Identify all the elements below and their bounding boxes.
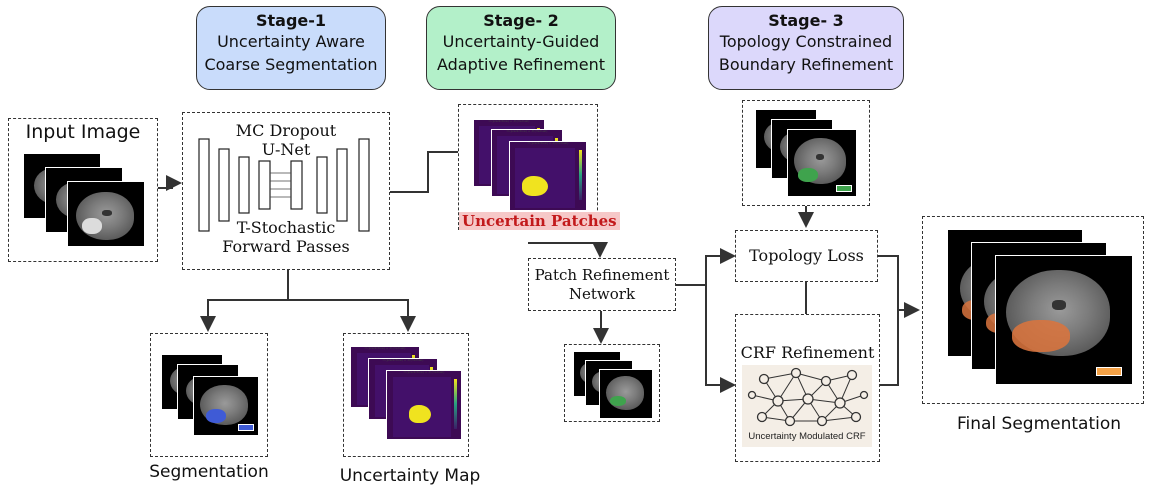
arrow-refine-to-topology <box>676 248 736 286</box>
stage-1-title: Stage-1 <box>255 11 327 30</box>
stage-1-line1: Uncertainty Aware <box>217 32 365 51</box>
stage-2-line2: Adaptive Refinement <box>436 55 606 74</box>
unet-bottom-line2: Forward Passes <box>222 237 350 256</box>
patch-refinement-line1: Patch Refinement <box>534 266 670 284</box>
segmentation-output-box <box>150 333 268 457</box>
stage-3-title: Stage- 3 <box>768 11 844 30</box>
crf-refinement-box: CRF Refinement <box>735 314 880 462</box>
uncertainty-map-box: ℋ(predictive) + ℳ(mutual) ℋ(predictive) … <box>343 333 469 457</box>
input-image-label: Input Image <box>25 121 141 143</box>
arrow-unet-to-patches <box>390 144 474 193</box>
arrow-unet-to-uncertainty <box>288 299 416 332</box>
crf-graph-icon <box>747 367 869 427</box>
topology-loss-label: Topology Loss <box>749 246 864 265</box>
stage-3-header: Stage- 3 Topology Constrained Boundary R… <box>708 6 904 90</box>
unet-architecture-icon <box>198 138 370 232</box>
arrow-input-to-unet <box>158 175 182 191</box>
input-image-box: Input Image <box>8 118 158 262</box>
stage3-input-box <box>742 100 870 206</box>
topology-loss-box: Topology Loss <box>735 230 878 282</box>
crf-refinement-title: CRF Refinement <box>740 343 875 362</box>
stage-1-line2: Coarse Segmentation <box>204 55 378 74</box>
stage-3-line1: Topology Constrained <box>719 32 893 51</box>
unet-top-line1: MC Dropout <box>235 121 337 140</box>
segmentation-label: Segmentation <box>149 462 269 482</box>
patch-refinement-line2: Network <box>568 285 636 303</box>
stage-2-line1: Uncertainty-Guided <box>442 32 600 51</box>
final-segmentation-label: Final Segmentation <box>956 414 1122 434</box>
stage-2-header: Stage- 2 Uncertainty-Guided Adaptive Ref… <box>426 6 616 90</box>
arrow-unet-branch <box>200 270 289 332</box>
stage-1-header: Stage-1 Uncertainty Aware Coarse Segment… <box>196 6 386 90</box>
arrow-refine-to-crf <box>705 285 736 393</box>
crf-caption: Uncertainty Modulated CRF <box>748 431 866 442</box>
uncertain-patches-label: Uncertain Patches <box>459 212 620 230</box>
arrow-merge-to-final <box>878 255 918 386</box>
crf-graph-panel: Uncertainty Modulated CRF <box>742 365 872 447</box>
uncertain-patches-box: ℋ(predictive) + ℳ(mutual) ℋ(predictive) … <box>458 104 598 230</box>
unet-bottom-line1: T-Stochastic <box>236 218 336 237</box>
refinement-output-box <box>564 344 660 422</box>
stage-2-title: Stage- 2 <box>483 11 559 30</box>
unet-box: MC Dropout U-Net T-Stochastic Forward Pa… <box>182 112 390 270</box>
uncertainty-map-label: Uncertainty Map <box>339 466 481 486</box>
arrow-patches-to-refine <box>528 242 608 258</box>
stage-3-line2: Boundary Refinement <box>718 55 894 74</box>
patch-refinement-box: Patch Refinement Network <box>528 258 676 311</box>
final-segmentation-box <box>922 216 1144 404</box>
unet-top-line2: U-Net <box>261 140 311 159</box>
